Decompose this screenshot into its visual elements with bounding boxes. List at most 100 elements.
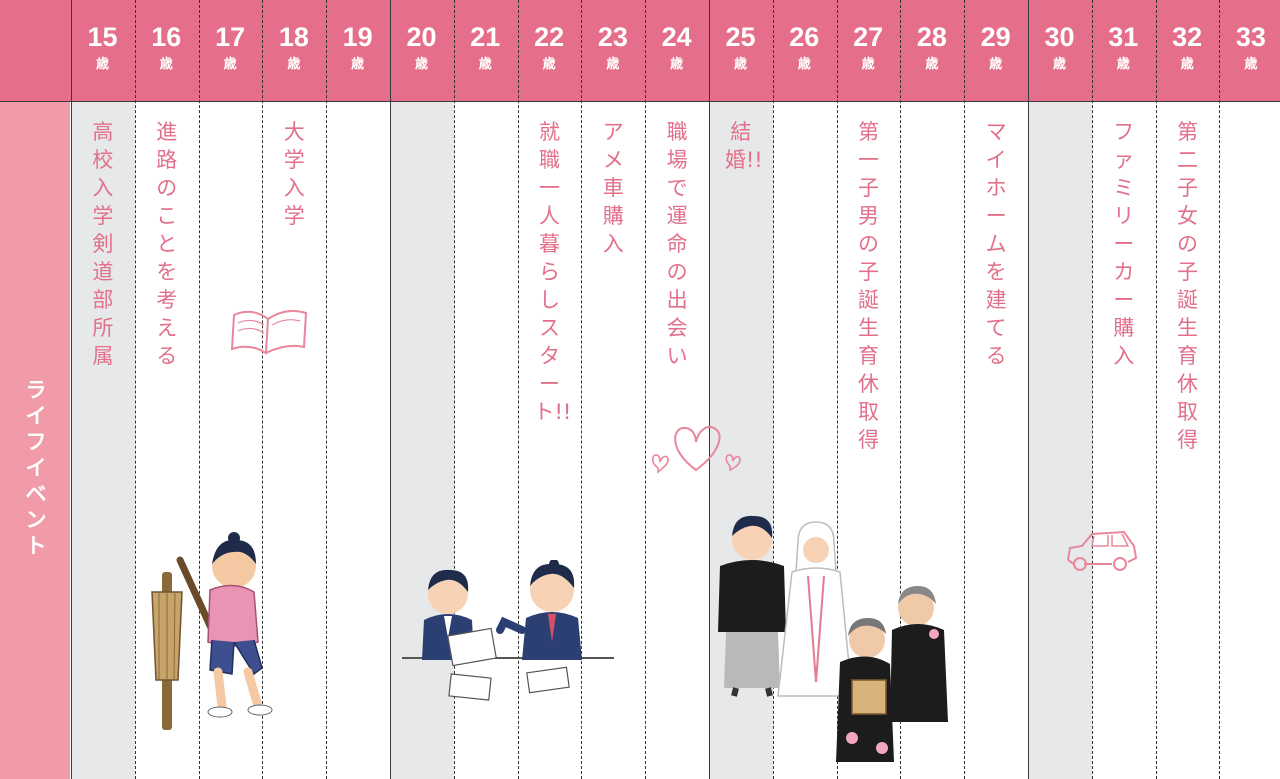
- event-text-16: 進路のことを考える: [156, 120, 178, 368]
- age-unit: 歳: [1244, 57, 1258, 72]
- column-divider: [581, 0, 582, 779]
- age-number: 26: [789, 22, 820, 52]
- column-divider: [262, 0, 263, 779]
- wedding-illustration: [718, 515, 948, 762]
- column-divider: [390, 0, 391, 779]
- age-unit: 歳: [414, 57, 428, 72]
- age-unit: 歳: [1052, 57, 1066, 72]
- age-unit: 歳: [287, 57, 301, 72]
- event-text-27: 第一子男の子誕生 育休取得: [858, 120, 900, 452]
- event-text-24: 職場で運命の出会い: [666, 120, 688, 368]
- age-number: 17: [215, 22, 246, 52]
- age-unit: 歳: [670, 57, 684, 72]
- event-text-15: 高校入学剣道部所属: [92, 120, 114, 368]
- column-divider: [964, 0, 965, 779]
- age-number: 18: [278, 22, 309, 52]
- age-header-26: 26 歳: [773, 22, 836, 74]
- age-header-19: 19 歳: [326, 22, 389, 74]
- column-divider: [1156, 0, 1157, 779]
- column-divider: [71, 0, 72, 779]
- age-header-15: 15 歳: [71, 22, 134, 74]
- car-icon: [1067, 530, 1138, 571]
- event-text-25: 結婚!!: [724, 120, 763, 172]
- column-divider: [900, 0, 901, 779]
- age-unit: 歳: [542, 57, 556, 72]
- header-corner: [0, 0, 70, 102]
- event-text-29: マイホームを建てる: [985, 120, 1007, 368]
- age-unit: 歳: [351, 57, 365, 72]
- age-header-bar: [0, 0, 1280, 102]
- age-header-31: 31 歳: [1092, 22, 1155, 74]
- age-header-22: 22 歳: [518, 22, 581, 74]
- age-header-18: 18 歳: [262, 22, 325, 74]
- column-divider: [1219, 0, 1220, 779]
- column-divider: [326, 0, 327, 779]
- age-unit: 歳: [223, 57, 237, 72]
- column-divider: [1028, 0, 1029, 779]
- age-header-25: 25 歳: [709, 22, 772, 74]
- age-header-24: 24 歳: [645, 22, 708, 74]
- event-text-22: 就職 一人暮らしスタート!!: [533, 120, 582, 424]
- header-divider: [0, 101, 1280, 102]
- age-header-28: 28 歳: [900, 22, 963, 74]
- age-unit: 歳: [95, 57, 109, 72]
- open-book-icon: [230, 310, 308, 355]
- event-text-32: 第二子女の子誕生 育休取得: [1177, 120, 1219, 452]
- age-number: 22: [534, 22, 565, 52]
- age-number: 16: [151, 22, 182, 52]
- age-unit: 歳: [1180, 57, 1194, 72]
- age-header-23: 23 歳: [581, 22, 644, 74]
- age-header-21: 21 歳: [454, 22, 517, 74]
- age-number: 33: [1235, 22, 1266, 52]
- age-unit: 歳: [478, 57, 492, 72]
- column-shade-20: [390, 102, 454, 779]
- event-text-31: ファミリーカー購入: [1113, 120, 1135, 368]
- kendo-student-illustration: [151, 532, 273, 730]
- age-unit: 歳: [797, 57, 811, 72]
- column-divider: [709, 0, 710, 779]
- age-number: 29: [980, 22, 1011, 52]
- age-header-16: 16 歳: [135, 22, 198, 74]
- age-header-17: 17 歳: [199, 22, 262, 74]
- age-unit: 歳: [925, 57, 939, 72]
- column-divider: [1092, 0, 1093, 779]
- column-divider: [454, 0, 455, 779]
- age-number: 15: [87, 22, 118, 52]
- age-number: 24: [661, 22, 692, 52]
- age-unit: 歳: [159, 57, 173, 72]
- age-number: 30: [1044, 22, 1075, 52]
- age-header-33: 33 歳: [1219, 22, 1280, 74]
- age-header-32: 32 歳: [1156, 22, 1219, 74]
- age-number: 27: [853, 22, 884, 52]
- column-divider: [773, 0, 774, 779]
- event-text-18: 大学入学: [283, 120, 305, 228]
- age-number: 28: [916, 22, 947, 52]
- event-text-23: アメ車購入: [602, 120, 624, 256]
- column-shade-30: [1028, 102, 1092, 779]
- age-unit: 歳: [989, 57, 1003, 72]
- age-header-30: 30 歳: [1028, 22, 1091, 74]
- age-unit: 歳: [733, 57, 747, 72]
- age-number: 23: [597, 22, 628, 52]
- age-number: 31: [1108, 22, 1139, 52]
- column-divider: [837, 0, 838, 779]
- age-number: 32: [1172, 22, 1203, 52]
- heart-icon: [651, 426, 741, 474]
- age-header-27: 27 歳: [837, 22, 900, 74]
- age-unit: 歳: [606, 57, 620, 72]
- age-number: 21: [470, 22, 501, 52]
- age-number: 19: [342, 22, 373, 52]
- age-unit: 歳: [861, 57, 875, 72]
- column-divider: [135, 0, 136, 779]
- age-unit: 歳: [1116, 57, 1130, 72]
- row-label: ライフイベント: [25, 378, 47, 558]
- column-divider: [199, 0, 200, 779]
- column-divider: [645, 0, 646, 779]
- age-number: 25: [725, 22, 756, 52]
- job-interview-illustration: [402, 560, 614, 701]
- age-header-29: 29 歳: [964, 22, 1027, 74]
- row-label-cell: ライフイベント: [0, 102, 70, 779]
- column-shade-15: [71, 102, 135, 779]
